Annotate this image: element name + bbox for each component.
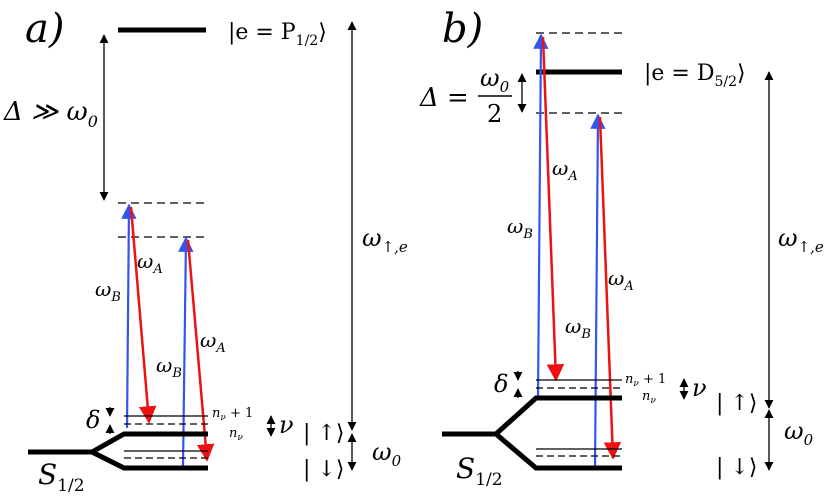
blue-beam-2 (590, 113, 606, 469)
omega-B-label-2: ωB (565, 314, 591, 342)
excited-state-label: |e = P1/2⟩ (228, 20, 327, 49)
omega-up-e-label: ω↑,e (362, 224, 408, 256)
ground-splitting-lines (494, 395, 622, 471)
ket-up-label: | ↑⟩ (303, 421, 344, 446)
n-label: nν (642, 389, 656, 406)
panel-b: b) |e = D5/2⟩ Δ = ω0 2 ω↑,e ω0 ωA ωB ωA … (419, 6, 824, 490)
ground-splitting-lines (90, 431, 208, 471)
panel-b-tag: b) (442, 6, 483, 52)
detuning-label: Δ ≫ ω0 (3, 97, 98, 131)
omega-A-label-2: ωA (608, 266, 634, 294)
omega-B-label-2: ωB (156, 353, 182, 381)
ground-label: S1/2 (38, 458, 85, 496)
nu-label: ν (692, 374, 707, 402)
ket-down-label: | ↓⟩ (303, 457, 344, 482)
omega0-label: ω0 (372, 438, 402, 470)
ket-down-label: | ↓⟩ (716, 455, 757, 480)
omega-A-label-2: ωA (200, 328, 226, 356)
delta-label: δ (494, 370, 508, 398)
detuning-numerator: ω0 (480, 64, 510, 96)
ground-label: S1/2 (456, 452, 503, 490)
detuning-denominator: 2 (487, 100, 502, 128)
delta-label: δ (86, 406, 100, 434)
detuning-lhs: Δ = (419, 83, 469, 113)
red-beam-1 (541, 36, 565, 382)
panel-a-tag: a) (25, 6, 64, 52)
blue-beam-2 (178, 236, 194, 468)
excited-state-label: |e = D5/2⟩ (644, 61, 746, 90)
n-plus-1-label: nν + 1 (212, 406, 253, 423)
red-beam-2 (186, 239, 215, 462)
red-beam-2 (598, 116, 622, 460)
omega-B-label-1: ωB (507, 214, 533, 242)
omega-B-label-1: ωB (95, 277, 121, 305)
ket-up-label: | ↑⟩ (716, 391, 757, 416)
omega-up-e-label: ω↑,e (778, 224, 824, 256)
omega-A-label-1: ωA (552, 156, 578, 184)
blue-beam-1 (533, 33, 549, 399)
nu-label: ν (279, 411, 294, 439)
blue-beam-1 (121, 203, 137, 429)
n-plus-1-label: nν + 1 (625, 372, 666, 389)
omega0-label: ω0 (784, 417, 814, 449)
red-beam-1 (129, 206, 157, 424)
omega-A-label-1: ωA (137, 249, 163, 277)
panel-a: a) |e = P1/2⟩ Δ ≫ ω0 ω↑,e ω0 ωA ωB ωA ωB (3, 6, 408, 496)
n-label: nν (229, 426, 243, 443)
